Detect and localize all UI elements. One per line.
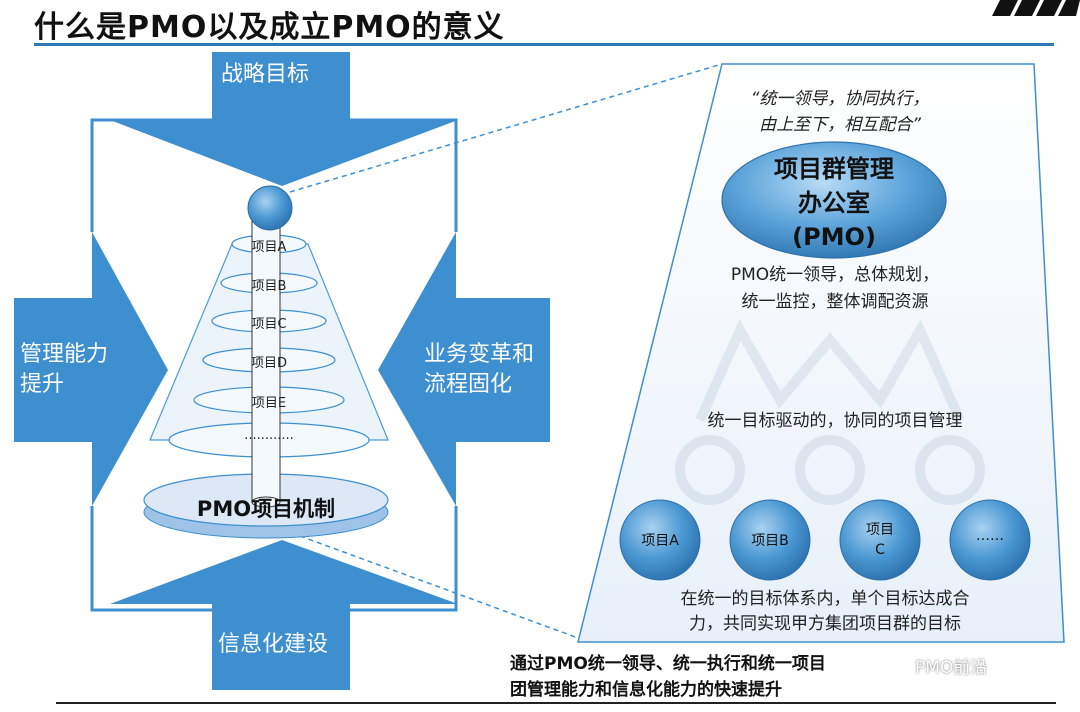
arrow-bottom-label: 信息化建设: [218, 632, 329, 657]
corner-logo-icon: [992, 0, 1080, 16]
pmo-title-line-1: 项目群管理: [774, 155, 894, 183]
arrow-top-label: 战略目标: [221, 62, 310, 87]
project-b-label: 项目B: [751, 533, 789, 549]
quote-line-1: “统一领导，协同执行，: [750, 89, 930, 109]
arrow-left-label-1: 管理能力: [20, 342, 109, 367]
layer-label-e: 项目E: [251, 396, 287, 411]
project-bubble-c: [839, 499, 921, 581]
quote-line-2: 由上至下，相互配合”: [759, 115, 921, 135]
base-label: PMO项目机制: [196, 497, 336, 521]
conclusion-text: 通过PMO统一领导、统一执行和统一项目 团管理能力和信息化能力的快速提升: [510, 651, 1040, 703]
pmo-title: 项目群管理 办公室 (PMO): [734, 152, 934, 254]
bottom-text-line-2: 力，共同实现甲方集团项目群的目标: [689, 614, 961, 634]
layer-label-a: 项目A: [251, 240, 287, 255]
bottom-text-line-1: 在统一的目标体系内，单个目标达成合: [680, 589, 970, 609]
arrow-right-label-2: 流程固化: [424, 372, 513, 397]
layer-label-more: ............: [244, 428, 294, 443]
conclusion-line-2: 团管理能力和信息化能力的快速提升: [510, 680, 782, 700]
pmo-title-line-2: 办公室: [798, 189, 870, 217]
project-bubble-a: [619, 499, 701, 581]
arrow-top: [110, 52, 458, 186]
project-more-label: ……: [976, 528, 1004, 544]
slide-title: 什么是PMO以及成立PMO的意义: [34, 10, 505, 45]
project-cone: [143, 185, 389, 539]
layer-label-c: 项目C: [251, 317, 287, 332]
title-underline: [34, 43, 1054, 46]
arrow-left-label-2: 提升: [20, 372, 65, 397]
arrow-frame: [14, 52, 550, 690]
layer-label-d: 项目D: [250, 356, 287, 371]
bottom-rule: [56, 702, 1056, 704]
project-bubble-b: [729, 499, 811, 581]
pmo-bubble: [721, 141, 947, 259]
pmo-desc-line-2: 统一监控，整体调配资源: [741, 292, 929, 312]
pmo-desc-line-1: PMO统一领导，总体规划，: [730, 265, 940, 285]
project-bubble-more: [949, 499, 1031, 581]
layer-label-b: 项目B: [251, 279, 287, 294]
middle-text: 统一目标驱动的，协同的项目管理: [707, 411, 963, 431]
arrow-right: [378, 232, 550, 506]
arrow-right-label-1: 业务变革和: [424, 342, 535, 367]
conclusion-line-1: 通过PMO统一领导、统一执行和统一项目: [510, 654, 826, 674]
project-a-label: 项目A: [641, 533, 679, 549]
watermark-text: PMO前沿: [915, 658, 988, 678]
project-c-label: 项目 C: [866, 522, 894, 558]
pmo-title-line-3: (PMO): [792, 223, 876, 251]
arrow-bottom: [110, 540, 458, 690]
arrow-left: [14, 232, 168, 506]
